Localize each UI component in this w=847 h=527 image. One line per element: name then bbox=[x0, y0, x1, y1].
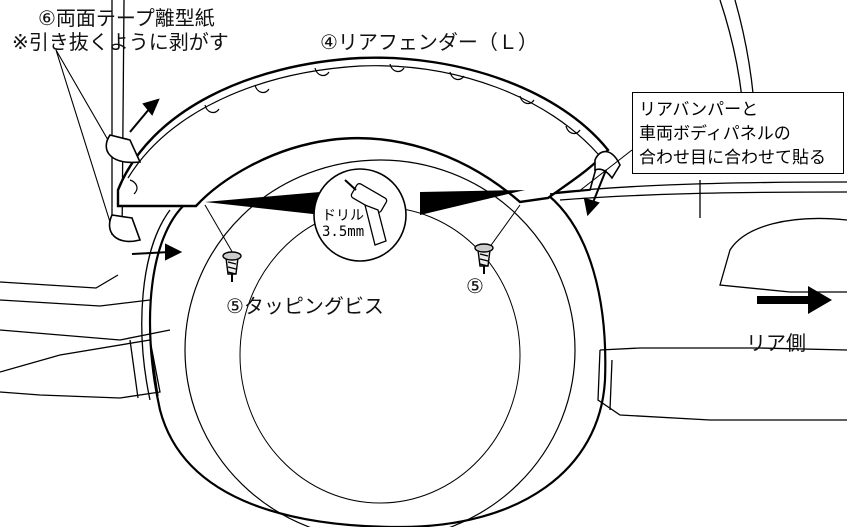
tape-instruction-label: ※引き抜くように剥がす bbox=[12, 30, 229, 54]
fender-body bbox=[116, 56, 610, 208]
callout-line-2: 車両ボディパネルの bbox=[639, 124, 791, 144]
pull-arrows bbox=[129, 98, 607, 261]
tape-part-label: ⑥両面テープ離型紙 bbox=[38, 6, 215, 30]
tape-tab-right bbox=[594, 150, 621, 180]
arrow-icon bbox=[757, 286, 832, 314]
drill-beam bbox=[205, 190, 525, 215]
screws-label: ⑤タッピングビス bbox=[226, 294, 384, 318]
rear-side-label: リア側 bbox=[746, 331, 806, 355]
bumper-right bbox=[597, 347, 847, 421]
drill-label-line2: 3.5mm bbox=[322, 224, 365, 240]
drill-icon bbox=[344, 179, 388, 246]
screw-icon bbox=[222, 251, 242, 282]
screw-icon bbox=[474, 243, 494, 274]
wheel-arch-outer bbox=[148, 194, 607, 527]
tape-tab-top bbox=[105, 134, 142, 164]
tape-tab-bottom bbox=[108, 214, 142, 243]
callout-line-1: リアバンパーと bbox=[639, 100, 759, 120]
leader-screw-left bbox=[204, 204, 235, 256]
drill-label-line1: ドリル bbox=[322, 208, 364, 224]
body-lower-left bbox=[0, 274, 171, 341]
drill-label: ドリル 3.5mm bbox=[322, 208, 364, 240]
leader-tape bbox=[55, 49, 111, 223]
callout-line-3: 合わせ目に合わせて貼る bbox=[639, 148, 826, 168]
fender-label: ④リアフェンダー（Ｌ） bbox=[320, 30, 538, 54]
bumper-left bbox=[0, 339, 161, 399]
body-shoulder-line bbox=[549, 181, 847, 194]
window-line bbox=[699, 180, 847, 293]
fender-inner-line bbox=[127, 65, 599, 179]
screw-marker-label: ⑤ bbox=[466, 274, 484, 298]
wheel-tire bbox=[184, 159, 576, 527]
instruction-callout-box: リアバンパーと 車両ボディパネルの 合わせ目に合わせて貼る bbox=[632, 92, 844, 174]
